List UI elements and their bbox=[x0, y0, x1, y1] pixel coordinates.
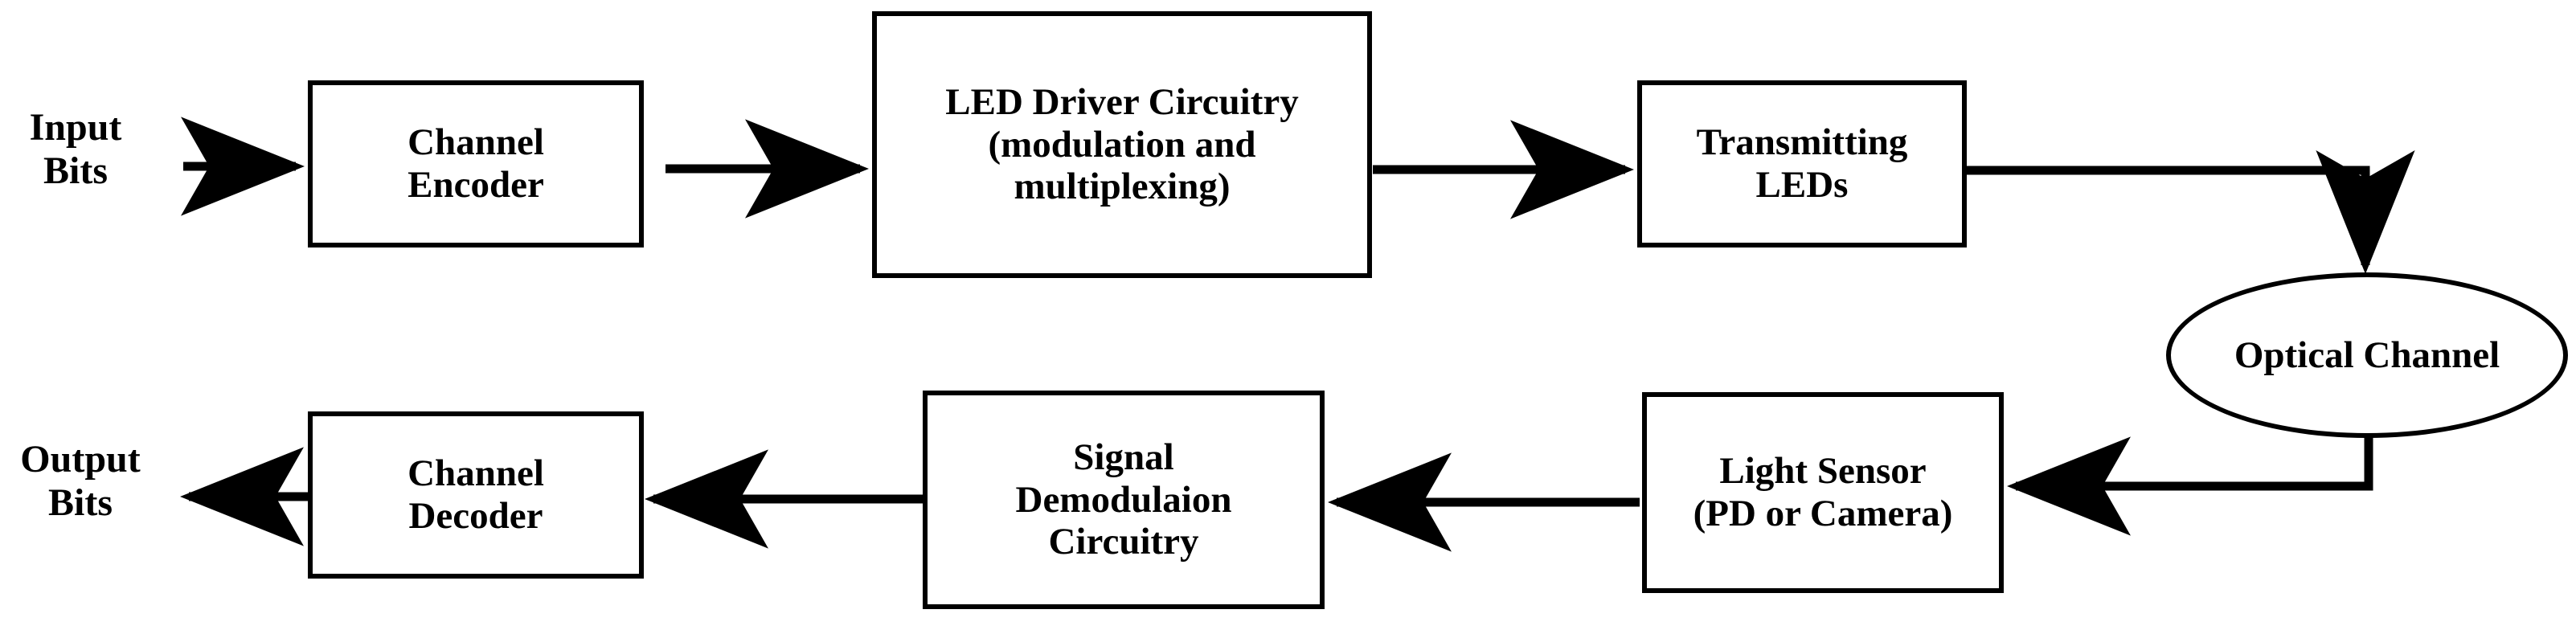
node-channel-decoder[interactable]: Channel Decoder bbox=[308, 411, 644, 579]
signal-demodulation-circuitry-label: Signal Demodulaion Circuitry bbox=[1015, 436, 1232, 563]
edge-leds-to-optical-channel bbox=[1965, 150, 2415, 274]
transmitting-leds-label: Transmitting LEDs bbox=[1696, 121, 1908, 206]
node-channel-encoder[interactable]: Channel Encoder bbox=[308, 80, 644, 248]
led-driver-circuitry-label: LED Driver Circuitry (modulation and mul… bbox=[945, 81, 1299, 208]
node-optical-channel[interactable]: Optical Channel bbox=[2166, 272, 2568, 438]
edge-optical-channel-to-sensor bbox=[2007, 434, 2373, 536]
node-transmitting-leds[interactable]: Transmitting LEDs bbox=[1637, 80, 1967, 248]
node-led-driver-circuitry[interactable]: LED Driver Circuitry (modulation and mul… bbox=[872, 11, 1372, 278]
channel-decoder-label: Channel Decoder bbox=[407, 452, 544, 537]
node-light-sensor[interactable]: Light Sensor (PD or Camera) bbox=[1642, 392, 2004, 593]
optical-channel-label: Optical Channel bbox=[2234, 333, 2500, 376]
output-bits-label: Output Bits bbox=[20, 438, 141, 524]
node-signal-demodulation-circuitry[interactable]: Signal Demodulaion Circuitry bbox=[923, 391, 1325, 609]
light-sensor-label: Light Sensor (PD or Camera) bbox=[1693, 450, 1953, 534]
input-bits-label: Input Bits bbox=[29, 106, 122, 192]
channel-encoder-label: Channel Encoder bbox=[407, 121, 544, 206]
